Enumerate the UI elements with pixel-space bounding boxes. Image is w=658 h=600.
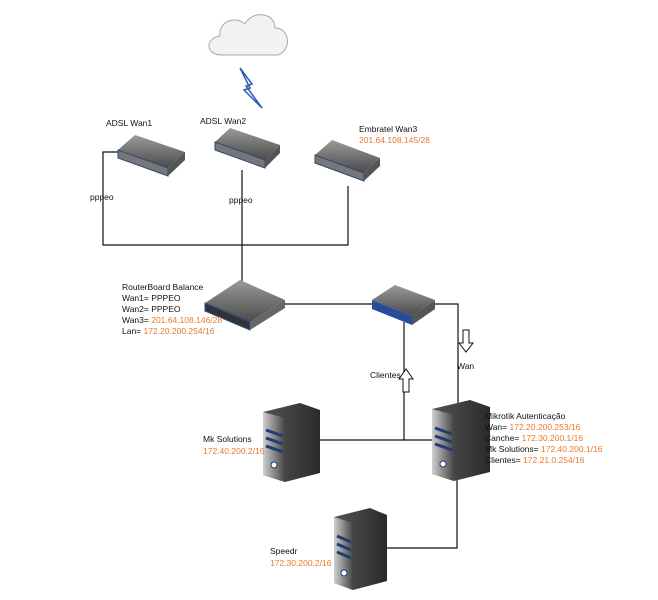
- modem-wan3-ip: 201.64.108.145/28: [359, 135, 430, 145]
- router-value: 201.64.108.146/28: [151, 315, 223, 325]
- router-value: PPPEO: [151, 293, 181, 303]
- server-mk-solutions: [263, 403, 320, 482]
- mikrotik-key: Wan=: [485, 422, 510, 432]
- router-key: Lan=: [122, 326, 144, 336]
- mk-solutions-ip: 172.40.200.2/16: [203, 446, 265, 456]
- cloud-icon: [208, 14, 288, 56]
- modem-wan3: [314, 140, 380, 182]
- router-key: Wan2=: [122, 304, 152, 314]
- lightning-icon: [239, 67, 263, 109]
- mikrotik-info: Mikrotik Autenticação Wan= 172.20.200.25…: [485, 411, 602, 466]
- routerboard-icon: [204, 280, 285, 331]
- speedr-label: Speedr: [270, 546, 298, 556]
- wan1-link-label: pppeo: [90, 192, 114, 202]
- mikrotik-value: 172.40.200.1/16: [541, 444, 603, 454]
- arrow-down-icon: [457, 329, 475, 353]
- modem-wan3-label: Embratel Wan3: [359, 124, 418, 134]
- router-key: Wan1=: [122, 293, 152, 303]
- clientes-link-label: Clientes: [370, 370, 401, 380]
- router-value: PPPEO: [151, 304, 181, 314]
- server-speedr: [334, 508, 387, 590]
- speedr-ip: 172.30.200.2/16: [270, 558, 332, 568]
- router-title: RouterBoard Balance: [122, 282, 204, 292]
- mikrotik-value: 172.30.200.1/16: [521, 433, 584, 443]
- modem-wan2: [214, 128, 280, 169]
- switch-icon: [372, 285, 435, 325]
- mikrotik-title: Mikrotik Autenticação: [485, 411, 566, 421]
- wan-link-label: Wan: [457, 361, 475, 371]
- modem-wan2-label: ADSL Wan2: [200, 116, 247, 126]
- mikrotik-value: 172.20.200.253/16: [509, 422, 581, 432]
- mikrotik-key: Mk Solutions=: [485, 444, 541, 454]
- mikrotik-key: Canche=: [485, 433, 522, 443]
- router-info: RouterBoard Balance Wan1= PPPEO Wan2= PP…: [122, 282, 222, 337]
- modem-wan1: [117, 135, 185, 177]
- router-value: 172.20.200.254/16: [143, 326, 215, 336]
- modem-wan1-label: ADSL Wan1: [106, 118, 153, 128]
- router-key: Wan3=: [122, 315, 152, 325]
- mikrotik-value: 172.21.0.254/16: [523, 455, 585, 465]
- wan2-link-label: pppeo: [229, 195, 253, 205]
- network-links: [102, 151, 459, 549]
- server-mikrotik: [432, 400, 490, 481]
- mk-solutions-label: Mk Solutions: [203, 434, 252, 444]
- mikrotik-key: Clientes=: [485, 455, 524, 465]
- arrow-up-icon: [398, 368, 414, 393]
